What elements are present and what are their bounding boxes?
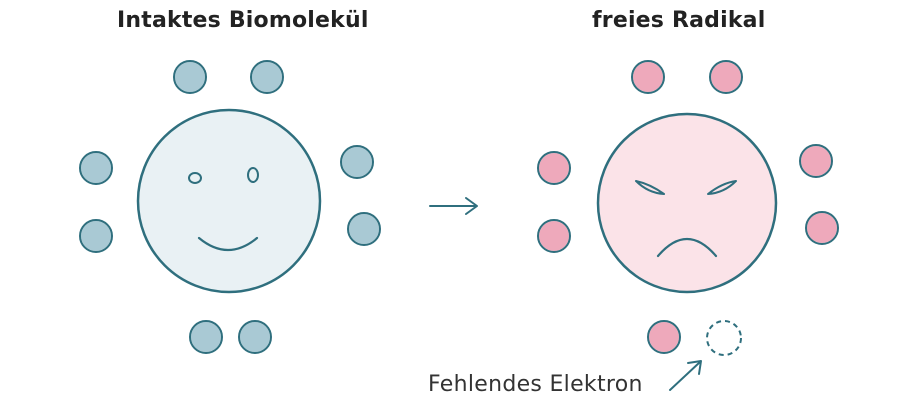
free-radical-title: freies Radikal (592, 8, 766, 33)
frown-mouth (656, 238, 718, 258)
angry-right-eye (707, 180, 737, 195)
electron (709, 60, 743, 94)
missing-electron (706, 320, 742, 356)
electron (537, 151, 571, 185)
electron (238, 320, 272, 354)
intact-electrons (79, 60, 381, 354)
smile-mouth (197, 236, 259, 251)
electron (805, 211, 839, 245)
intact-molecule (79, 60, 381, 354)
radical-electrons (537, 60, 839, 354)
electron (189, 320, 223, 354)
happy-left-eye (188, 172, 202, 184)
intact-molecule-face (136, 108, 322, 294)
electron (347, 212, 381, 246)
angry-left-eye (635, 180, 665, 195)
free-radical-face (596, 112, 778, 294)
intact-molecule-title: Intaktes Biomolekül (117, 8, 369, 33)
electron (647, 320, 681, 354)
missing-electron-label: Fehlendes Elektron (428, 372, 643, 397)
electron (173, 60, 207, 94)
diagonal-arrow-icon (669, 360, 702, 391)
electron (799, 144, 833, 178)
free-radical (537, 60, 839, 356)
right-arrow-icon (429, 197, 478, 215)
electron (250, 60, 284, 94)
electron (79, 219, 113, 253)
electron (340, 145, 374, 179)
electron (79, 151, 113, 185)
electron (631, 60, 665, 94)
electron (537, 219, 571, 253)
happy-right-eye (247, 167, 259, 183)
